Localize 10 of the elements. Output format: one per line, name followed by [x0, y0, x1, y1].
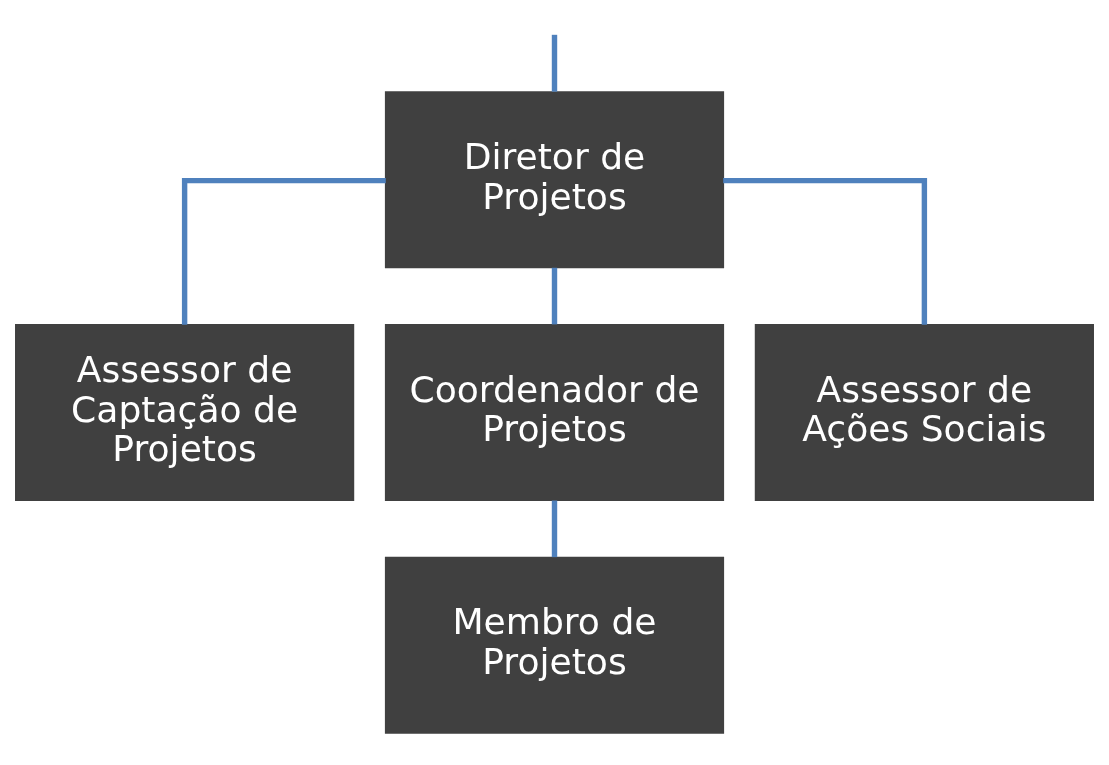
connector	[181, 177, 386, 325]
connector	[551, 500, 558, 557]
node-box: Assessor de Captação de Projetos	[15, 323, 355, 501]
node-box: Assessor de Ações Sociais	[754, 323, 1094, 501]
connector	[723, 177, 928, 325]
connector	[551, 267, 558, 324]
node-box: Membro de Projetos	[384, 556, 725, 734]
node-box: Coordenador de Projetos	[384, 323, 725, 501]
connector	[551, 34, 558, 92]
node-box: Diretor de Projetos	[384, 90, 725, 268]
